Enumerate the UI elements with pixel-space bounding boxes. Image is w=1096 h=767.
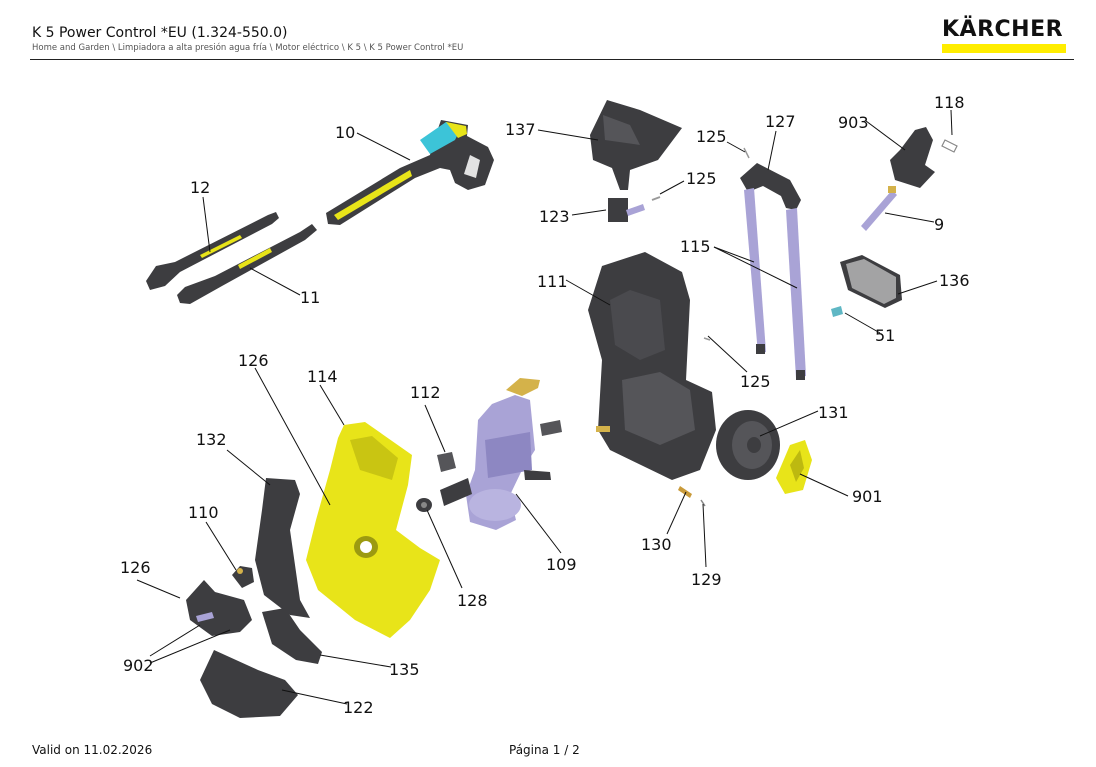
- callout-132: 132: [196, 430, 227, 449]
- callout-125-low: 125: [740, 372, 771, 391]
- part-filter-136: [840, 255, 902, 308]
- part-handle-127: [740, 147, 801, 210]
- callout-125-top: 125: [696, 127, 727, 146]
- callout-122: 122: [343, 698, 374, 717]
- callout-118: 118: [934, 93, 965, 112]
- part-clip-903: [890, 127, 958, 188]
- part-cap-901: [776, 440, 812, 494]
- callout-112: 112: [410, 383, 441, 402]
- callout-9: 9: [934, 215, 944, 234]
- part-rod-9: [861, 186, 897, 231]
- callout-126-top: 126: [238, 351, 269, 370]
- part-base-122: [200, 650, 298, 718]
- part-motor-pump-109: [440, 378, 551, 530]
- callout-131: 131: [818, 403, 849, 422]
- breadcrumb: Home and Garden \ Limpiadora a alta pres…: [32, 43, 464, 53]
- callout-130: 130: [641, 535, 672, 554]
- part-coupling-128: [416, 498, 432, 512]
- brand-yellow-bar: [942, 44, 1066, 53]
- part-fitting-123: [608, 196, 661, 222]
- page-number: Página 1 / 2: [509, 743, 580, 757]
- callout-903: 903: [838, 113, 869, 132]
- part-screw-130: [678, 486, 692, 498]
- part-housing-114: [306, 422, 440, 638]
- callout-114: 114: [307, 367, 338, 386]
- leader-lines: [136, 109, 953, 705]
- callout-10: 10: [335, 123, 355, 142]
- validity-date: Valid on 11.02.2026: [32, 743, 153, 757]
- callout-137: 137: [505, 120, 536, 139]
- part-lance-12: [146, 212, 279, 290]
- part-knob-110: [232, 566, 254, 588]
- callout-127: 127: [765, 112, 796, 131]
- callout-111: 111: [537, 272, 568, 291]
- part-block-112: [437, 420, 562, 472]
- brand-wordmark: KÄRCHER: [942, 17, 1064, 42]
- callout-110: 110: [188, 503, 219, 522]
- callout-128: 128: [457, 591, 488, 610]
- part-cover-902: [186, 580, 252, 636]
- part-cover-132: [255, 478, 310, 618]
- callout-902: 902: [123, 656, 154, 675]
- karcher-logo: KÄRCHER: [942, 18, 1066, 53]
- callout-129: 129: [691, 570, 722, 589]
- part-screw-129: [700, 499, 706, 507]
- part-wheel-131: [716, 410, 780, 480]
- callout-123: 123: [539, 207, 570, 226]
- part-holder-137: [590, 100, 682, 190]
- callout-135: 135: [389, 660, 420, 679]
- callout-126-low: 126: [120, 558, 151, 577]
- exploded-parts-diagram: 10 12 11 137 125 127 903 118 125 123 9 1…: [120, 93, 970, 718]
- part-tubes-115: [744, 188, 806, 380]
- part-spray-gun: [326, 120, 494, 225]
- part-frame-111: [588, 252, 716, 480]
- callout-136: 136: [939, 271, 970, 290]
- part-cover-135: [262, 608, 322, 664]
- header-divider: [30, 59, 1074, 60]
- callout-109: 109: [546, 555, 577, 574]
- part-labels: 10 12 11 137 125 127 903 118 125 123 9 1…: [120, 93, 970, 717]
- callout-125-mid: 125: [686, 169, 717, 188]
- callout-12: 12: [190, 178, 210, 197]
- callout-51: 51: [875, 326, 895, 345]
- document-title: K 5 Power Control *EU (1.324-550.0): [32, 25, 288, 41]
- part-lance-11: [177, 224, 317, 304]
- callout-115: 115: [680, 237, 711, 256]
- callout-11: 11: [300, 288, 320, 307]
- callout-901: 901: [852, 487, 883, 506]
- part-label-51: [831, 306, 843, 317]
